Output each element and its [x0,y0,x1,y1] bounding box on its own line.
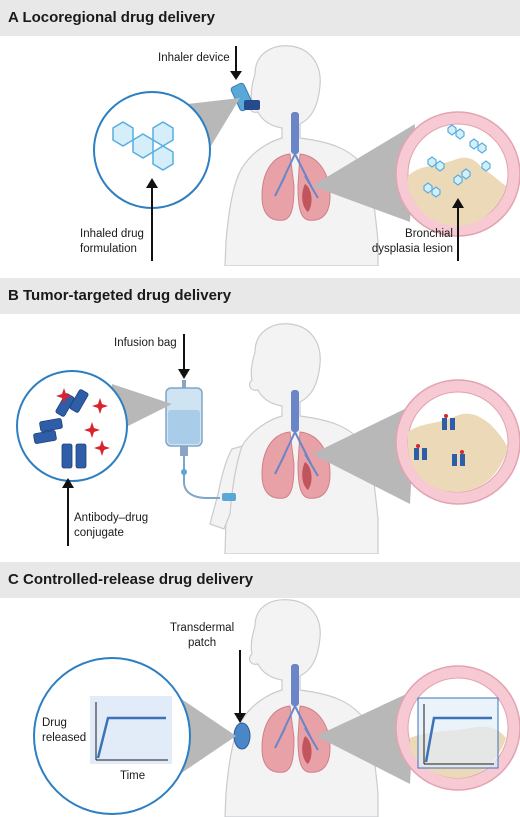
label-inhaled-drug-formulation: Inhaled drug formulation [80,227,144,257]
antibody-drug-conjugate [33,389,89,469]
label-patch-line1: Transdermal [170,622,235,634]
zoom-cone-right-c [316,690,415,784]
transdermal-patch [233,722,251,750]
zoom-circle-adc [16,370,128,482]
zoom-cone-left-c [180,698,236,774]
section-b-header: B Tumor-targeted drug delivery [0,278,520,314]
zoom-cone-right-a [312,124,415,222]
label-ylabel-line1: Drug [42,717,67,729]
infusion-bag [165,380,236,501]
label-time: Time [120,770,146,782]
label-adc-line2: conjugate [74,527,124,539]
section-c-title: C Controlled-release drug delivery [8,571,254,588]
label-drug-released: Drug released [42,716,86,746]
section-c-header: C Controlled-release drug delivery [0,562,520,598]
label-formulation-line1: Inhaled drug [80,228,144,240]
label-lesion-line1: Bronchial [405,228,453,240]
drug-molecules-lesion-a [423,124,491,198]
label-formulation-line2: formulation [80,243,137,255]
label-transdermal-patch: Transdermal patch [170,621,234,651]
label-inhaler-device: Inhaler device [158,52,230,64]
label-infusion-bag: Infusion bag [114,337,177,349]
lesion-circle-b [395,379,520,505]
lungs-a [261,112,331,221]
label-bronchial-lesion: Bronchial dysplasia lesion [370,227,453,257]
label-antibody-drug-conjugate: Antibody–drug conjugate [74,511,148,541]
section-b-title: B Tumor-targeted drug delivery [8,287,232,304]
drug-hexagons-a [112,121,174,171]
section-a-title: A Locoregional drug delivery [8,9,215,26]
zoom-cone-right-b [312,404,415,504]
label-ylabel-line2: released [42,732,87,744]
adc-in-lesion [414,414,465,466]
lungs-c [261,664,331,773]
label-adc-line1: Antibody–drug [74,512,149,524]
section-c-illustration [33,599,520,817]
release-curve-lesion [417,697,499,769]
section-a-illustration [93,45,520,266]
label-lesion-line2: dysplasia lesion [371,243,453,255]
section-b-illustration [16,323,520,554]
release-curve-chart [90,696,172,764]
lungs-b [261,390,331,499]
label-patch-line2: patch [187,637,217,649]
drug-payload-stars [56,388,110,456]
section-a-header: A Locoregional drug delivery [0,0,520,36]
